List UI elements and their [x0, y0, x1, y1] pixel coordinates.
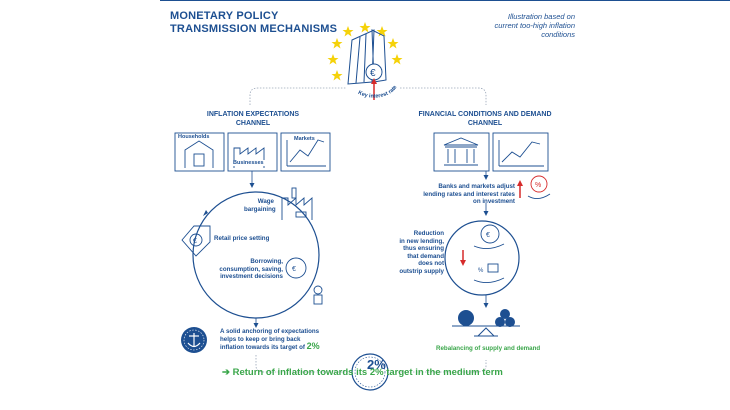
reduction-line-2: in new lending,: [399, 237, 444, 245]
anchor-target: 2%: [306, 341, 320, 352]
key-rates-label: Key interest rates: [0, 0, 398, 100]
markets-label: Markets: [293, 136, 316, 142]
price-tag-icon: €: [181, 225, 211, 257]
note-line-3: conditions: [541, 30, 575, 39]
reduction-line-5: does not: [418, 260, 444, 268]
right-channel-title-2: CHANNEL: [467, 120, 503, 127]
wage-line-1: Wage: [257, 198, 274, 205]
anchoring-text: A solid anchoring of expectations helps …: [220, 328, 360, 352]
anchor-icon: [181, 327, 207, 353]
svg-text:€: €: [370, 68, 376, 79]
anchor-line-2: helps to keep or bring back: [220, 335, 301, 343]
reduction-line-4: that demand: [407, 252, 444, 260]
banks-line-2: lending rates and interest rates: [423, 190, 515, 198]
target-badge-label: 2%: [367, 357, 386, 372]
illustration-note: Illustration based on current too-high i…: [470, 12, 575, 39]
connector-right: [400, 87, 487, 105]
connector-left: [249, 87, 346, 105]
reduction-cycle: [444, 220, 520, 296]
right-channel-title-1: FINANCIAL CONDITIONS AND DEMAND: [418, 111, 552, 118]
ecb-tower-icon: € Key interest rates: [0, 0, 403, 100]
right-channel-title: FINANCIAL CONDITIONS AND DEMAND CHANNEL: [410, 110, 560, 128]
svg-text:%: %: [535, 182, 541, 189]
svg-text:€: €: [193, 238, 197, 245]
reduction-text: Reduction in new lending, thus ensuring …: [392, 230, 444, 276]
banks-line-3: on investment: [473, 198, 515, 206]
title-line-2: TRANSMISSION MECHANISMS: [170, 23, 338, 35]
shopping-hand-icon: %: [473, 263, 505, 283]
banks-adjust-text: Banks and markets adjust lending rates a…: [420, 183, 515, 206]
title-line-1: MONETARY POLICY: [170, 10, 279, 22]
borrow-line-1: Borrowing,: [250, 258, 283, 265]
connector-bottom-right: [392, 360, 487, 373]
balance-icon: [452, 309, 520, 337]
right-agents-icons: [433, 132, 549, 172]
connector-bottom-left: [255, 355, 350, 373]
businesses-label: Businesses: [232, 160, 265, 166]
wage-factory-icon: [281, 187, 313, 220]
svg-text:€: €: [292, 266, 296, 273]
page-title: MONETARY POLICY TRANSMISSION MECHANISMS: [170, 10, 337, 36]
anchor-line-1: A solid anchoring of expectations: [220, 328, 320, 335]
left-channel-title-1: INFLATION EXPECTATIONS: [206, 111, 300, 118]
reduction-line-6: outstrip supply: [399, 267, 444, 275]
left-agents-icons: [174, 132, 331, 172]
wallet-icon: €: [285, 257, 323, 305]
reduction-line-3: thus ensuring: [403, 245, 444, 253]
borrow-line-3: investment decisions: [220, 273, 283, 281]
coin-hand-icon: €: [473, 224, 505, 249]
left-channel-title: INFLATION EXPECTATIONS CHANNEL: [188, 110, 318, 128]
rebalancing-label: Rebalancing of supply and demand: [436, 345, 541, 352]
percent-hand-icon: %: [527, 175, 551, 199]
banks-line-1: Banks and markets adjust: [438, 183, 515, 190]
footer-conclusion: ➔ Return of inflation towards its 2% tar…: [222, 367, 503, 378]
anchor-line-3: inflation towards its target of: [220, 344, 305, 352]
note-line-2: current too-high inflation: [494, 21, 575, 30]
households-label: Households: [177, 134, 211, 140]
note-line-1: Illustration based on: [507, 12, 575, 21]
left-channel-title-2: CHANNEL: [235, 120, 271, 127]
reduction-line-1: Reduction: [413, 230, 444, 237]
svg-text:%: %: [478, 268, 484, 274]
retail-price-label: Retail price setting: [214, 235, 270, 242]
wage-line-2: bargaining: [244, 205, 276, 213]
wage-bargaining-label: Wage bargaining: [244, 198, 276, 213]
svg-text:€: €: [486, 232, 490, 239]
top-rule: [160, 0, 730, 1]
borrowing-label: Borrowing, consumption, saving, investme…: [208, 258, 283, 281]
borrow-line-2: consumption, saving,: [219, 265, 283, 273]
target-badge: [351, 353, 389, 391]
